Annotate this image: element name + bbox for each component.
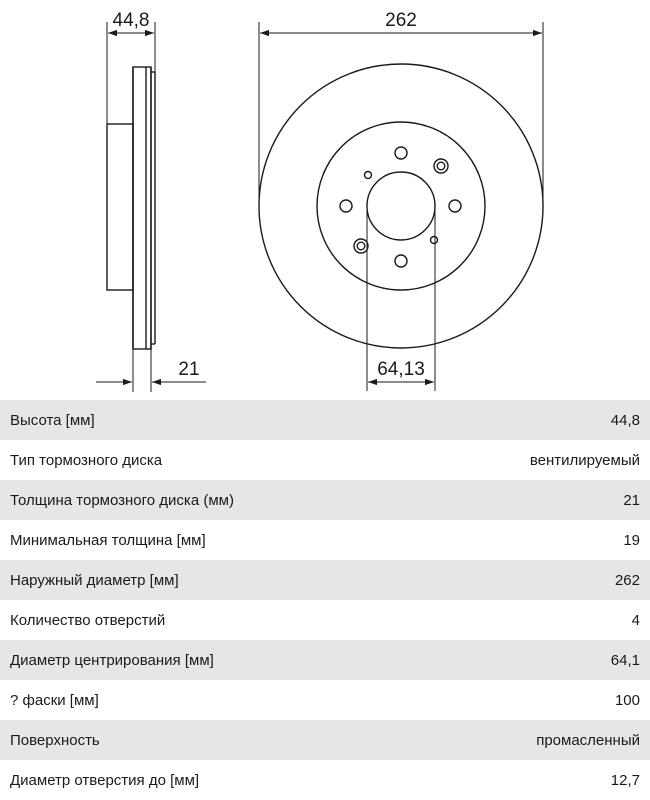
dimension-centering: 64,13 — [366, 206, 436, 391]
spec-row-thickness: Толщина тормозного диска (мм) 21 — [0, 480, 650, 520]
brake-disc-drawing: 44,8 21 262 — [96, 10, 544, 392]
dim-label-outer-diameter: 262 — [385, 10, 417, 31]
spec-label: Диаметр отверстия до [мм] — [10, 771, 200, 789]
hat-section — [106, 123, 134, 291]
spec-row-chamfer: ? фаски [мм] 100 — [0, 680, 650, 720]
spec-value: промасленный — [536, 731, 640, 749]
spec-row-centering-diameter: Диаметр центрирования [мм] 64,1 — [0, 640, 650, 680]
spec-row-disc-type: Тип тормозного диска вентилируемый — [0, 440, 650, 480]
spec-row-surface: Поверхность промасленный — [0, 720, 650, 760]
hat-circle — [316, 121, 486, 291]
spec-value: вентилируемый — [529, 451, 640, 469]
spec-label: Поверхность — [10, 731, 100, 749]
dimension-height: 44,8 — [106, 10, 156, 124]
disc-front-view — [258, 63, 544, 349]
locating-hole-ne-inner — [436, 161, 446, 171]
spec-label: Количество отверстий — [10, 611, 166, 629]
spec-value: 100 — [614, 691, 640, 709]
bolt-hole-top — [394, 146, 408, 160]
spec-label: Минимальная толщина [мм] — [10, 531, 206, 549]
dim-label-centering: 64,13 — [377, 359, 425, 380]
disc-side-view — [106, 66, 156, 350]
spec-value: 19 — [623, 531, 640, 549]
dimension-thickness: 21 — [96, 349, 206, 392]
spec-row-min-thickness: Минимальная толщина [мм] 19 — [0, 520, 650, 560]
locating-hole-ne — [433, 158, 449, 174]
dimension-outer-diameter: 262 — [258, 10, 544, 206]
spec-value: 21 — [623, 491, 640, 509]
spec-row-hole-count: Количество отверстий 4 — [0, 600, 650, 640]
spec-label: Тип тормозного диска — [10, 451, 163, 469]
dim-label-height: 44,8 — [113, 10, 150, 31]
bolt-hole-right — [448, 199, 462, 213]
screw-hole-se — [429, 235, 439, 245]
spec-value: 12,7 — [610, 771, 640, 789]
spec-table: Высота [мм] 44,8 Тип тормозного диска ве… — [0, 400, 650, 800]
locating-hole-sw-inner — [356, 241, 366, 251]
dim-label-thickness: 21 — [178, 359, 199, 380]
friction-rings — [132, 66, 152, 350]
spec-row-hole-diameter: Диаметр отверстия до [мм] 12,7 — [0, 760, 650, 800]
technical-drawing: 44,8 21 262 — [96, 10, 544, 392]
spec-label: Высота [мм] — [10, 411, 95, 429]
spec-label: Наружный диаметр [мм] — [10, 571, 179, 589]
spec-label: Диаметр центрирования [мм] — [10, 651, 214, 669]
spec-value: 64,1 — [610, 651, 640, 669]
spec-label: ? фаски [мм] — [10, 691, 99, 709]
spec-value: 44,8 — [610, 411, 640, 429]
spec-value: 262 — [614, 571, 640, 589]
locating-hole-sw — [353, 238, 369, 254]
bolt-hole-left — [339, 199, 353, 213]
spec-row-outer-diameter: Наружный диаметр [мм] 262 — [0, 560, 650, 600]
spec-label: Толщина тормозного диска (мм) — [10, 491, 234, 509]
outer-circle — [258, 63, 544, 349]
center-bore — [366, 171, 436, 241]
bolt-hole-bottom — [394, 254, 408, 268]
spec-row-height: Высота [мм] 44,8 — [0, 400, 650, 440]
spec-value: 4 — [631, 611, 640, 629]
screw-hole-nw — [363, 170, 373, 180]
